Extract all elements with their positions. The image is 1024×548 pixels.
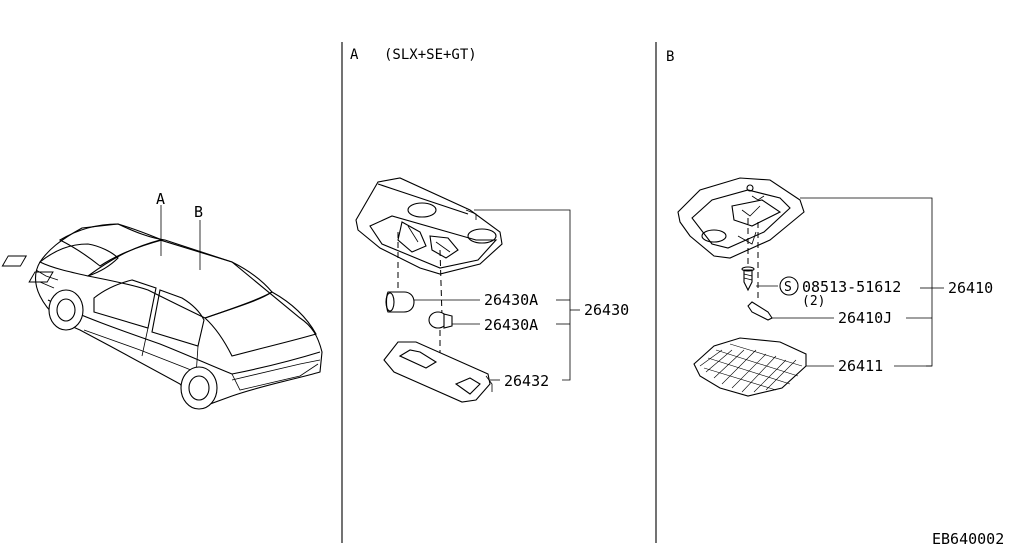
screw-symbol-circle xyxy=(779,276,799,296)
label-screw-part: 08513-51612 xyxy=(802,278,901,296)
drawing-id: EB640002 xyxy=(932,530,1004,548)
car-illustration xyxy=(1,205,323,410)
dash-line-2 xyxy=(439,249,443,317)
bulb-2 xyxy=(428,311,453,329)
label-26410: 26410 xyxy=(948,279,993,297)
section-a-variant: (SLX+SE+GT) xyxy=(384,47,477,63)
label-26430: 26430 xyxy=(584,301,629,319)
label-26430A-2: 26430A xyxy=(484,316,538,334)
marker-b-lamp xyxy=(28,271,54,283)
festoon-bulb xyxy=(747,301,773,321)
car-marker-a: A xyxy=(156,190,165,208)
lens-26432 xyxy=(383,341,493,403)
label-screw-qty: (2) xyxy=(802,294,825,309)
screw-symbol: S xyxy=(784,280,792,295)
room-lamp-housing xyxy=(677,177,805,259)
label-26430A-1: 26430A xyxy=(484,291,538,309)
marker-a-lamp xyxy=(1,255,28,267)
bulb-1 xyxy=(385,291,415,313)
lens-26411 xyxy=(693,337,807,397)
section-b-letter: B xyxy=(666,49,674,65)
label-26410J: 26410J xyxy=(838,309,892,327)
label-26432: 26432 xyxy=(504,372,549,390)
section-a-letter: A xyxy=(350,47,359,63)
car-marker-b: B xyxy=(194,203,203,221)
label-26411: 26411 xyxy=(838,357,883,375)
map-lamp-housing xyxy=(355,177,503,275)
screw xyxy=(741,266,755,292)
